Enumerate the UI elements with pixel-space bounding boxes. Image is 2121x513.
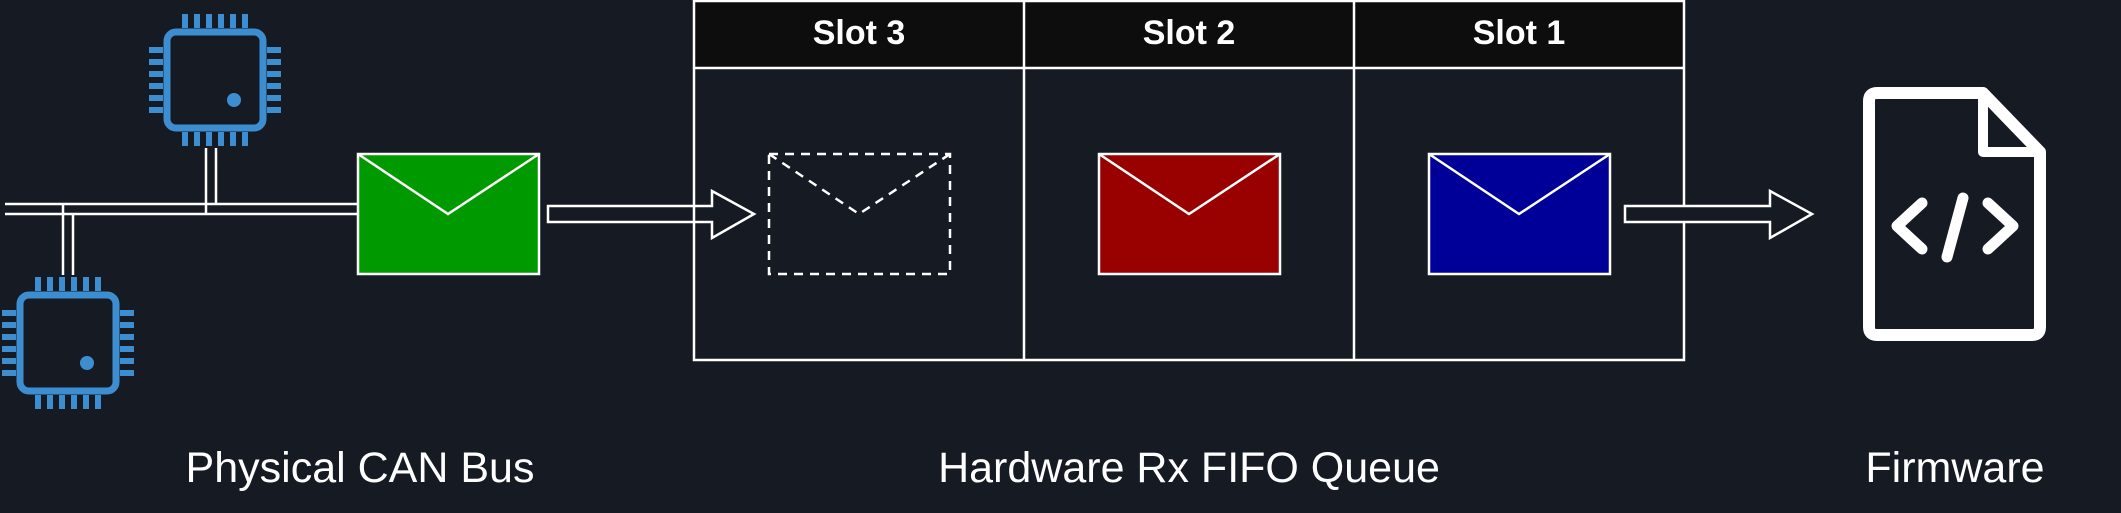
fifo-header-bar xyxy=(694,1,1684,68)
microchip-icon xyxy=(2,277,134,409)
envelope-icon xyxy=(1427,152,1612,276)
slot-1-label: Slot 1 xyxy=(1473,14,1566,52)
queue-caption: Hardware Rx FIFO Queue xyxy=(938,444,1440,492)
fifo-queue: Slot 3 Slot 2 Slot 1 xyxy=(692,0,1686,362)
microchip-icon xyxy=(149,14,281,146)
dashed-envelope-icon xyxy=(767,152,952,276)
code-file-icon xyxy=(1863,87,2046,341)
bus-caption: Physical CAN Bus xyxy=(186,444,535,492)
fifo-frame xyxy=(692,0,1686,362)
slot-2-label: Slot 2 xyxy=(1143,14,1236,52)
envelope-icon xyxy=(356,152,541,276)
arrow-right-icon xyxy=(1623,188,1815,241)
slot-3-label: Slot 3 xyxy=(813,14,906,52)
can-bus xyxy=(5,148,360,275)
firmware-caption: Firmware xyxy=(1865,444,2044,492)
envelope-icon xyxy=(1097,152,1282,276)
arrow-right-icon xyxy=(546,188,757,241)
